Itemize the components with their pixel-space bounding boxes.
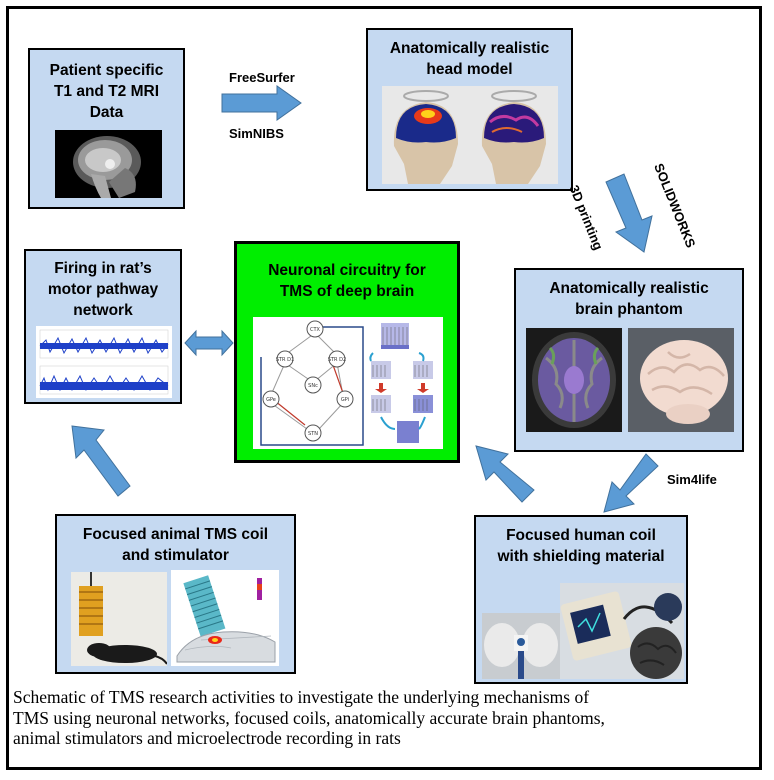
freesurfer-label: FreeSurfer	[229, 70, 295, 85]
up-arrow-animal-coil-to-firing	[71, 425, 131, 497]
head-model-box: Anatomically realistic head model	[366, 28, 573, 191]
animal-coil-box: Focused animal TMS coil and stimulator	[55, 514, 296, 674]
animal-coil-title: Focused animal TMS coil and stimulator	[82, 526, 269, 564]
down-left-arrow-phantom-to-human-coil	[603, 453, 659, 513]
sim4life-label: Sim4life	[667, 472, 717, 487]
head-model-title: Anatomically realistic head model	[389, 40, 550, 78]
mri-data-box: Patient specific T1 and T2 MRI Data	[28, 48, 185, 209]
simnibs-label: SimNIBS	[229, 126, 284, 141]
firing-recording-plot	[36, 326, 172, 398]
human-coil-title: Focused human coil with shielding materi…	[497, 527, 665, 565]
neuronal-circuitry-box: Neuronal circuitry for TMS of deep brain…	[234, 241, 460, 463]
neuronal-circuitry-title: Neuronal circuitry for TMS of deep brain	[268, 262, 426, 300]
circuit-node-gpe: GPe	[266, 397, 276, 403]
up-left-arrow-human-coil-to-center	[475, 445, 535, 503]
human-coil-box: Focused human coil with shielding materi…	[474, 515, 688, 684]
firing-rat-title: Firing in rat’s motor pathway network	[47, 260, 159, 319]
circuit-node-stn: STN	[308, 431, 318, 437]
down-arrow-head-to-phantom	[605, 173, 653, 253]
figure-caption: Schematic of TMS research activities to …	[13, 687, 605, 748]
mri-title: Patient specific T1 and T2 MRI Data	[49, 62, 164, 121]
firing-rat-box: Firing in rat’s motor pathway network	[24, 249, 182, 404]
right-arrow-mri-to-head	[221, 85, 302, 121]
brain-slice-image	[526, 328, 622, 432]
human-coil-device-photo	[560, 583, 684, 679]
brain-phantom-box: Anatomically realistic brain phantom	[514, 268, 744, 452]
neuronal-circuit-diagram: CTX STR D1 STR D2 SNc GPe GPi STN	[253, 317, 443, 449]
circuit-node-ctx: CTX	[310, 327, 321, 333]
circuit-node-snc: SNc	[308, 383, 318, 389]
animal-coil-photo	[71, 572, 167, 666]
circuit-node-str-d1: STR D1	[276, 357, 294, 363]
brain-phantom-title: Anatomically realistic brain phantom	[549, 280, 709, 318]
circuit-node-gpi: GPi	[341, 397, 349, 403]
animal-coil-simulation	[171, 570, 279, 666]
mri-scan-image	[55, 130, 162, 198]
double-arrow-firing-center	[184, 329, 234, 357]
head-model-image	[382, 86, 558, 184]
circuit-node-str-d2: STR D2	[328, 357, 346, 363]
shielded-coil-photo	[482, 613, 560, 679]
brain-phantom-photo	[628, 328, 734, 432]
